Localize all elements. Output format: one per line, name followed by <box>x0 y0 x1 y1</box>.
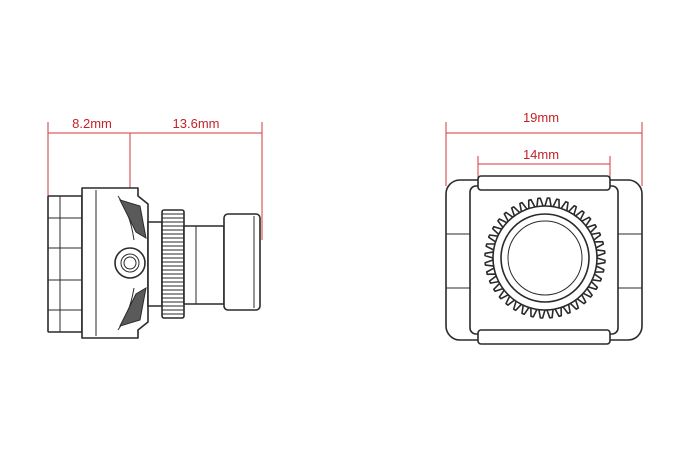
front-lens-gear <box>484 197 606 319</box>
side-back-plate <box>47 195 83 333</box>
side-mount-screw <box>114 247 146 279</box>
side-view: 8.2mm 13.6mm <box>47 116 263 339</box>
knurl-teeth <box>162 213 184 315</box>
dim-label-13-6mm: 13.6mm <box>173 116 220 131</box>
side-lens-barrel <box>183 213 261 311</box>
dim-label-8-2mm: 8.2mm <box>72 116 112 131</box>
front-view: 19mm 14mm <box>445 110 643 345</box>
dim-label-19mm: 19mm <box>523 110 559 125</box>
side-lens-ring <box>147 209 185 319</box>
dim-label-14mm: 14mm <box>523 147 559 162</box>
